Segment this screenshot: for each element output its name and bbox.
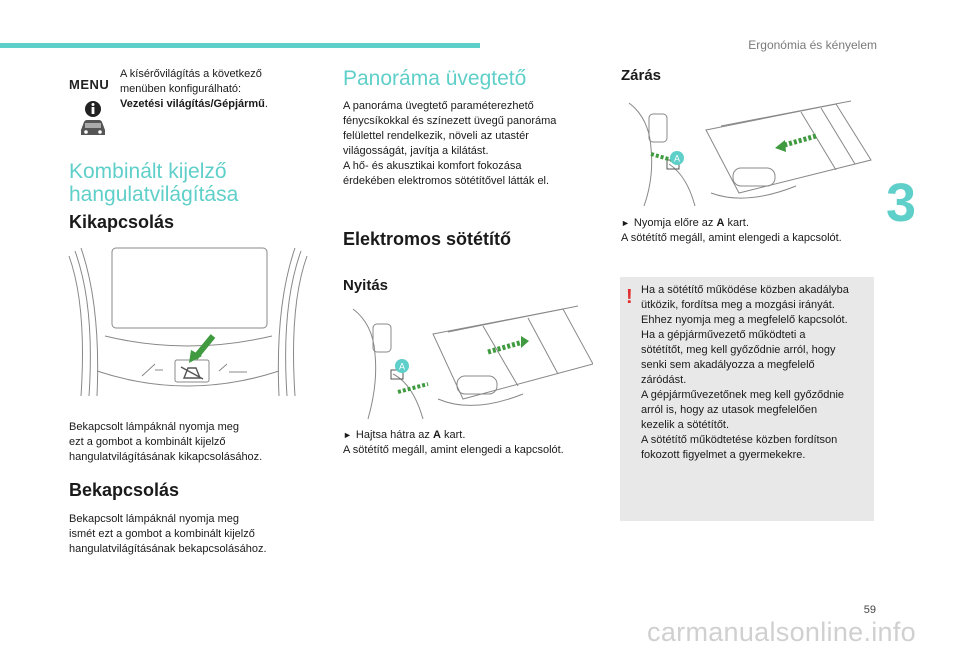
warning-line: A sötétítő működtetése közben fordítson bbox=[641, 434, 838, 446]
on-text-line: hangulatvilágításának bekapcsolásához. bbox=[69, 543, 267, 555]
off-heading: Kikapcsolás bbox=[69, 212, 175, 232]
panorama-text-line: A hő- és akusztikai komfort fokozása bbox=[343, 160, 522, 172]
menu-note-line: menüben konfigurálható: bbox=[120, 83, 242, 95]
warning-line: Ha a sötétítő működése közben akadályba bbox=[641, 284, 849, 296]
warning-line: arról is, hogy az utasok megfelelően bbox=[641, 404, 818, 416]
panorama-text-line: A panoráma üvegtető paraméterezhető bbox=[343, 100, 534, 112]
warning-line: A gépjárművezetőnek meg kell győződnie bbox=[641, 389, 845, 401]
open-step-end: kart. bbox=[443, 429, 466, 441]
page-number: 59 bbox=[863, 604, 876, 616]
warning-line: sötétítőt, meg kell győződnie arról, hog… bbox=[641, 344, 836, 356]
mood-light-title-line: hangulatvilágítása bbox=[69, 183, 239, 206]
open-step-key: A bbox=[432, 429, 441, 441]
blind-title: Elektromos sötétítő bbox=[343, 229, 512, 249]
close-step-end: kart. bbox=[727, 217, 749, 229]
blind-close-figure: A bbox=[621, 98, 873, 208]
panorama-text-line: felülettel rendelkezik, növeli az utasté… bbox=[343, 130, 529, 142]
bullet-triangle-icon: ► bbox=[621, 218, 630, 228]
menu-path: Vezetési világítás/Gépjármű bbox=[120, 98, 265, 110]
chapter-number: 3 bbox=[885, 173, 916, 233]
off-text-line: Bekapcsolt lámpáknál nyomja meg bbox=[69, 421, 239, 433]
close-result: A sötétítő megáll, amint elengedi a kapc… bbox=[621, 232, 842, 244]
warning-line: záródást. bbox=[641, 374, 687, 386]
off-text-line: hangulatvilágításának kikapcsolásához. bbox=[69, 451, 263, 463]
bullet-triangle-icon: ► bbox=[343, 430, 352, 440]
watermark: carmanualsonline.info bbox=[647, 617, 916, 647]
lever-a-marker bbox=[395, 359, 409, 373]
warning-icon: ! bbox=[626, 286, 633, 308]
instrument-panel-figure bbox=[67, 246, 309, 404]
panorama-text-line: világosságát, javítja a kilátást. bbox=[343, 145, 489, 157]
panorama-title: Panoráma üvegtető bbox=[343, 67, 527, 90]
warning-box bbox=[620, 277, 874, 521]
close-heading: Zárás bbox=[621, 67, 662, 84]
panorama-text-line: fénycsíkokkal és színezett üvegű panorám… bbox=[343, 115, 557, 127]
lever-a-label: A bbox=[399, 362, 405, 372]
panorama-text: A panoráma üvegtető paraméterezhető fény… bbox=[343, 99, 593, 189]
open-heading: Nyitás bbox=[343, 277, 389, 294]
menu-note-line: A kísérővilágítás a következő bbox=[120, 68, 262, 80]
mood-light-title-line: Kombinált kijelző bbox=[69, 160, 227, 183]
info-car-icon bbox=[81, 101, 105, 135]
on-text: Bekapcsolt lámpáknál nyomja meg ismét ez… bbox=[69, 512, 309, 557]
blind-open-figure: A bbox=[343, 304, 593, 422]
warning-line: kezelik a sötétítőt. bbox=[641, 419, 730, 431]
close-step-key: A bbox=[716, 217, 725, 229]
menu-note: A kísérővilágítás a következő menüben ko… bbox=[120, 67, 310, 112]
chapter-title: Ergonómia és kényelem bbox=[748, 38, 877, 52]
on-text-line: Bekapcsolt lámpáknál nyomja meg bbox=[69, 513, 239, 525]
lever-a-marker bbox=[670, 151, 684, 165]
warning-line: fokozott figyelmet a gyermekekre. bbox=[641, 449, 806, 461]
header-accent-bar bbox=[0, 43, 480, 48]
off-text-line: ezt a gombot a kombinált kijelző bbox=[69, 436, 226, 448]
off-text: Bekapcsolt lámpáknál nyomja meg ezt a go… bbox=[69, 420, 309, 465]
open-steps: ►Hajtsa hátra az A kart. A sötétítő megá… bbox=[343, 428, 603, 458]
warning-line: senki sem akadályozza a megfelelő bbox=[641, 359, 815, 371]
mood-light-title: Kombinált kijelző hangulatvilágítása bbox=[69, 160, 238, 206]
warning-line: Ehhez nyomja meg a megfelelő kapcsolót. bbox=[641, 314, 848, 326]
on-text-line: ismét ezt a gombot a kombinált kijelző bbox=[69, 528, 255, 540]
warning-text: Ha a sötétítő működése közben akadályba … bbox=[641, 283, 869, 463]
close-steps: ►Nyomja előre az A kart. A sötétítő megá… bbox=[621, 216, 881, 246]
lever-a-label: A bbox=[674, 154, 680, 164]
on-heading: Bekapcsolás bbox=[69, 480, 180, 500]
close-step: Nyomja előre az bbox=[633, 217, 714, 229]
open-step: Hajtsa hátra az bbox=[355, 429, 430, 441]
open-result: A sötétítő megáll, amint elengedi a kapc… bbox=[343, 444, 564, 456]
menu-path-end: . bbox=[264, 98, 268, 110]
menu-badge: MENU bbox=[69, 77, 110, 92]
warning-line: ütközik, fordítsa meg a mozgási irányát. bbox=[641, 299, 835, 311]
warning-line: Ha a gépjárművezető működteti a bbox=[641, 329, 806, 341]
panorama-text-line: érdekében elektromos sötétítővel látták … bbox=[343, 175, 550, 187]
